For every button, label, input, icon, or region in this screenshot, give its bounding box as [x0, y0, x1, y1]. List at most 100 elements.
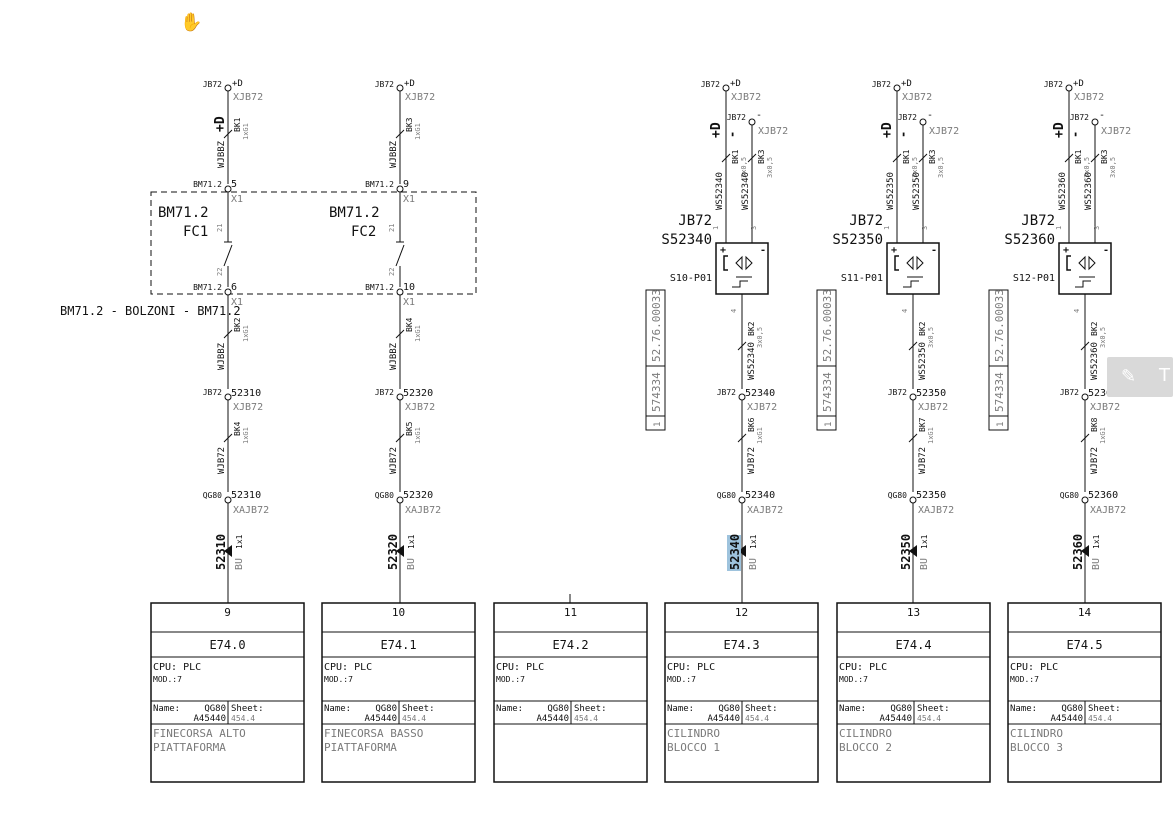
mid-core: BK2: [233, 317, 242, 332]
out-pin: 4: [730, 309, 738, 313]
neg-terminal: [1091, 118, 1099, 126]
cable-a: WS52350: [886, 172, 896, 210]
sensor-circuit-13: JB72+DXJB72JB72-XJB72+D-WS52350BK13x0,5W…: [816, 79, 959, 603]
pin-a: 1: [883, 226, 891, 230]
top-terminal: [396, 84, 404, 92]
pos-mark: +D: [709, 122, 724, 138]
sensor-bracket-icon: [894, 255, 899, 271]
core-a: BK1: [902, 149, 911, 164]
qg-connector: XAJB72: [233, 505, 269, 516]
upper-size: 1xG1: [414, 123, 422, 140]
top-tag: JB72: [1044, 80, 1063, 89]
plc-address: E74.5: [1066, 638, 1102, 652]
plc-address: E74.1: [380, 638, 416, 652]
wire-size: 1x1: [235, 534, 244, 549]
part-ref-number: 574334: [650, 372, 663, 412]
switch-bottom-tag: BM71.2: [193, 283, 222, 292]
name-sub: A45440: [879, 714, 912, 724]
plc-address: E74.3: [723, 638, 759, 652]
out-core: BK2: [1090, 321, 1099, 336]
top-tag: JB72: [701, 80, 720, 89]
sheet-label: Sheet:: [402, 704, 435, 714]
sheet-value: 454.4: [402, 714, 426, 723]
pin-a: 1: [712, 226, 720, 230]
sensor-box-tag: JB72: [849, 213, 883, 229]
qg-pin: 52310: [231, 490, 261, 501]
sheet-value: 454.4: [231, 714, 255, 723]
module-label: MOD.:7: [667, 675, 696, 684]
core-b: BK3: [757, 149, 766, 164]
switch-bottom-terminal: [396, 288, 404, 296]
annotation-tool-button[interactable]: ✎ T: [1107, 357, 1173, 397]
jb-pin: 52350: [916, 388, 946, 399]
switch-top-pin: 9: [403, 179, 409, 190]
pencil-icon[interactable]: ✎: [1121, 366, 1137, 387]
top-tag: JB72: [203, 80, 222, 89]
switch-bottom-tag: BM71.2: [365, 283, 394, 292]
description-line-1: FINECORSA BASSO: [324, 727, 423, 740]
wire-color: BU: [919, 558, 930, 570]
sensor-bracket-icon: [723, 255, 728, 271]
neg-connector: XJB72: [1101, 126, 1131, 137]
top-connector: XJB72: [731, 92, 761, 103]
pin-b: 3: [750, 226, 758, 230]
sensor-output-symbol: [1075, 280, 1091, 288]
upper-core-tick: [223, 129, 233, 139]
jb-tag: JB72: [717, 388, 736, 397]
qg-terminal: [396, 496, 404, 504]
qg-tag: QG80: [888, 491, 907, 500]
sheet-value: 454.4: [745, 714, 769, 723]
sheet-value: 454.4: [1088, 714, 1112, 723]
sensor-output-symbol: [732, 280, 748, 288]
name-value: QG80: [375, 704, 397, 714]
text-tool-letter[interactable]: T: [1159, 365, 1170, 386]
qg-tag: QG80: [375, 491, 394, 500]
column-number: 14: [1078, 606, 1092, 619]
plc-box-frame: [493, 602, 648, 783]
sensor-minus: -: [760, 245, 766, 256]
sheet-label: Sheet:: [231, 704, 264, 714]
sensor-sub: S12-P01: [1013, 273, 1055, 284]
switch-top-connector: X1: [403, 194, 415, 205]
low-core-tick: [908, 433, 918, 443]
jb-connector: XJB72: [1090, 402, 1120, 413]
group-right-code: FC2: [351, 224, 376, 240]
cable-b: WS52340: [741, 172, 751, 210]
qg-pin: 52360: [1088, 490, 1118, 501]
size-a: 3x0,5: [740, 157, 748, 178]
neg-tag: JB72: [727, 113, 746, 122]
low-size: 1xG1: [414, 427, 422, 444]
jb-connector: XJB72: [405, 402, 435, 413]
pos-core-tick: [721, 153, 731, 163]
wire-color: BU: [1091, 558, 1102, 570]
size-a: 3x0,5: [911, 157, 919, 178]
sensor-circuit-14: JB72+DXJB72JB72-XJB72+D-WS52360BK13x0,5W…: [988, 79, 1131, 603]
mid-size: 1xG1: [414, 325, 422, 342]
qg-pin: 52340: [745, 490, 775, 501]
name-value: QG80: [890, 704, 912, 714]
description-line-2: PIATTAFORMA: [153, 741, 226, 754]
contact-blade: [223, 244, 233, 267]
wire-color: BU: [748, 558, 759, 570]
part-ref-number: 574334: [993, 372, 1006, 412]
switch-top-tag: BM71.2: [365, 180, 394, 189]
sensor-circuit-12: JB72+DXJB72JB72-XJB72+D-WS52340BK13x0,5W…: [645, 79, 788, 603]
out-core: BK2: [747, 321, 756, 336]
part-ref-qty: 1: [996, 422, 1006, 427]
sensor-circuits-layer: JB72+DXJB72JB72-XJB72+D-WS52340BK13x0,5W…: [645, 79, 1131, 603]
out-size: 3x0,5: [756, 327, 764, 348]
mid-core-tick: [395, 329, 405, 339]
jb-pin: 52320: [403, 388, 433, 399]
out-core-tick: [908, 341, 918, 351]
switch-bottom-pin: 10: [403, 282, 415, 293]
upper-cable: WJBBZ: [217, 140, 227, 168]
neg-connector: XJB72: [758, 126, 788, 137]
sensor-minus: -: [1103, 245, 1109, 256]
size-b: 3x0,5: [766, 157, 774, 178]
module-label: MOD.:7: [1010, 675, 1039, 684]
low-core: BK5: [405, 421, 414, 436]
switch-bottom-pin: 6: [231, 282, 237, 293]
